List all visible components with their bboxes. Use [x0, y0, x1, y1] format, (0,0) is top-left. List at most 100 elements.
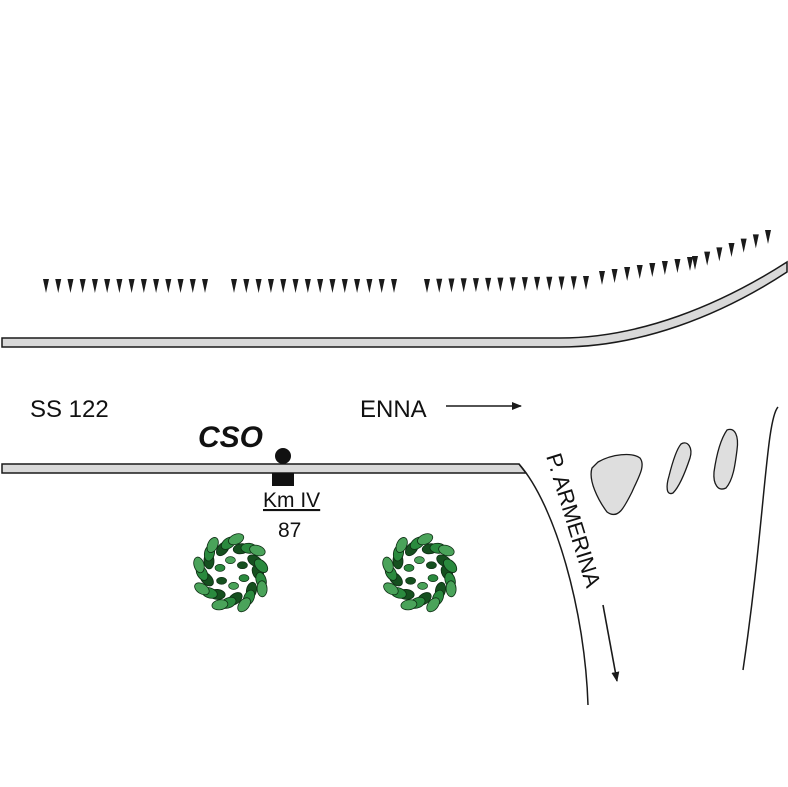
traffic-island-right: [713, 428, 739, 490]
slope-tick: [546, 276, 553, 291]
traffic-island-small: [666, 442, 692, 495]
slope-tick: [583, 276, 589, 290]
leaf: [254, 558, 269, 573]
slope-tick: [570, 276, 577, 291]
slope-tick: [79, 279, 86, 293]
leaf: [256, 580, 268, 598]
slope-tick: [91, 279, 98, 293]
slope-tick: [728, 243, 735, 257]
traffic-island-large: [590, 453, 643, 516]
slope-tick: [716, 247, 723, 262]
leaf: [206, 537, 219, 553]
slope-tick: [704, 251, 711, 266]
leaf: [216, 576, 227, 585]
slope-tick: [624, 267, 631, 281]
leaf: [228, 582, 239, 590]
leaf: [225, 556, 236, 564]
slope-tick: [378, 279, 385, 293]
slope-tick: [255, 279, 262, 293]
leaf: [405, 576, 416, 585]
armerina-road-edge-right: [742, 406, 779, 671]
slope-tick: [354, 279, 361, 293]
slope-tick: [509, 277, 516, 292]
leaf: [194, 582, 210, 596]
leaf: [214, 564, 226, 572]
leaf: [400, 599, 418, 611]
slope-tick: [55, 279, 62, 293]
slope-tick: [304, 279, 311, 293]
slope-tick: [636, 265, 643, 279]
armerina-road-edge-left: [518, 463, 589, 706]
slope-tick: [534, 276, 541, 291]
slope-tick: [687, 257, 693, 271]
slope-tick: [460, 278, 467, 293]
slope-tick: [231, 279, 237, 293]
leaf: [414, 556, 425, 564]
slope-tick: [497, 277, 504, 292]
embankment-hatching: [43, 230, 771, 293]
slope-tick: [674, 259, 681, 273]
slope-tick: [116, 279, 123, 293]
tree-right-icon: [382, 533, 458, 613]
slope-tick: [267, 279, 274, 293]
slope-tick: [165, 279, 172, 293]
leaf: [417, 533, 434, 546]
station-dot-icon: [275, 448, 291, 464]
slope-tick: [740, 238, 747, 253]
slope-tick: [329, 279, 336, 293]
leaf: [249, 544, 266, 557]
slope-tick: [391, 279, 397, 293]
km-stone-icon: [272, 473, 294, 486]
leaf: [417, 582, 428, 590]
slope-tick: [317, 279, 324, 293]
km-marker-label: Km IV: [263, 489, 320, 512]
slope-tick: [341, 279, 348, 293]
slope-tick: [153, 279, 160, 293]
slope-tick: [599, 271, 605, 285]
slope-tick: [436, 278, 443, 293]
direction-enna-label: ENNA: [360, 396, 427, 423]
slope-tick: [485, 277, 492, 292]
slope-tick: [292, 279, 299, 293]
slope-tick: [280, 279, 287, 293]
slope-tick: [202, 279, 208, 293]
road-name-label: SS 122: [30, 396, 109, 423]
leaf: [237, 597, 251, 613]
leaf: [403, 564, 415, 572]
leaf: [237, 561, 248, 570]
lower-road: [1, 463, 528, 474]
station-label: CSO: [198, 421, 263, 454]
leaf: [438, 544, 455, 557]
slope-tick: [104, 279, 111, 293]
armerina-arrow-icon: [602, 604, 620, 682]
leaf: [382, 556, 394, 574]
slope-tick: [661, 261, 668, 275]
km-value-label: 87: [278, 519, 301, 542]
leaf: [395, 537, 408, 553]
slope-tick: [611, 269, 618, 283]
upper-road: [1, 260, 788, 348]
leaf: [211, 599, 229, 611]
leaf: [427, 574, 439, 582]
leaf: [238, 574, 250, 582]
slope-tick: [177, 279, 184, 293]
slope-tick: [128, 279, 135, 293]
slope-tick: [366, 279, 373, 293]
slope-tick: [448, 278, 455, 293]
slope-tick: [558, 276, 565, 291]
slope-tick: [765, 230, 771, 244]
slope-tick: [472, 278, 479, 293]
tree-left-icon: [193, 533, 269, 613]
slope-tick: [649, 263, 656, 277]
leaf: [426, 561, 437, 570]
leaf: [383, 582, 399, 596]
slope-tick: [692, 256, 698, 270]
slope-tick: [140, 279, 147, 293]
slope-tick: [189, 279, 196, 293]
slope-tick: [43, 279, 49, 293]
slope-tick: [67, 279, 74, 293]
slope-tick: [752, 234, 759, 249]
leaf: [193, 556, 205, 574]
leaf: [445, 580, 457, 598]
